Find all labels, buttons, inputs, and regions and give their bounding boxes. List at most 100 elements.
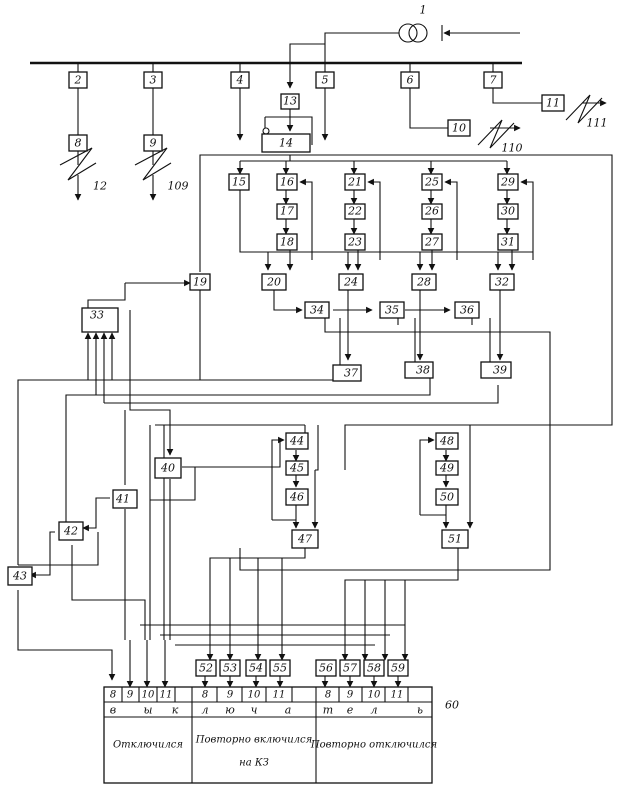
svg-text:15: 15 [232, 176, 246, 189]
svg-text:3: 3 [150, 74, 157, 87]
svg-text:40: 40 [160, 462, 175, 475]
block-32: 32 [489, 273, 515, 291]
display-cell: 8 [110, 690, 116, 701]
svg-text:14: 14 [279, 137, 293, 150]
block-51: 51 [441, 529, 469, 549]
block-14: 14 [261, 133, 311, 153]
transformer-symbol [398, 23, 428, 43]
svg-text:20: 20 [266, 276, 281, 289]
svg-text:42: 42 [63, 525, 78, 538]
svg-text:51: 51 [448, 533, 462, 546]
svg-text:16: 16 [280, 176, 294, 189]
svg-text:36: 36 [460, 304, 474, 317]
svg-text:11: 11 [546, 97, 560, 110]
display-letter: е [347, 704, 354, 717]
svg-text:25: 25 [424, 176, 439, 189]
display-letter: л [201, 704, 208, 717]
svg-text:50: 50 [440, 491, 454, 504]
block-57: 57 [339, 659, 361, 677]
svg-text:43: 43 [12, 570, 27, 583]
block-23: 23 [344, 233, 366, 251]
svg-text:24: 24 [343, 276, 358, 289]
block-40: 40 [154, 457, 182, 479]
block-33: 33 [81, 307, 119, 333]
display-letter: в [110, 704, 116, 717]
display-cell: 10 [142, 690, 155, 701]
display-letter: ч [251, 704, 258, 717]
svg-text:52: 52 [199, 662, 213, 675]
block-4: 4 [230, 71, 250, 89]
svg-text:9: 9 [150, 137, 157, 150]
block-39: 39 [480, 361, 512, 379]
display-panel-60 [103, 686, 433, 784]
block-11: 11 [541, 94, 565, 112]
display-letter: л [370, 704, 377, 717]
block-20: 20 [261, 273, 287, 291]
section-label-reopened: Повторно отключился [310, 740, 437, 751]
svg-text:48: 48 [439, 435, 454, 448]
block-6: 6 [400, 71, 420, 89]
svg-text:39: 39 [493, 364, 507, 377]
svg-text:13: 13 [283, 95, 297, 108]
svg-text:5: 5 [322, 74, 329, 87]
block-43: 43 [7, 566, 33, 586]
svg-text:27: 27 [424, 236, 439, 249]
fault-label-109: 109 [168, 180, 189, 193]
section-label-reclosed: Повторно включился [195, 735, 312, 746]
block-1-label: 1 [420, 4, 427, 17]
svg-text:10: 10 [452, 122, 466, 135]
fault-label-110: 110 [502, 142, 523, 155]
display-cell: 9 [347, 690, 354, 701]
svg-text:21: 21 [347, 176, 362, 189]
block-24: 24 [338, 273, 364, 291]
svg-text:2: 2 [74, 74, 82, 87]
block-30: 30 [497, 203, 519, 220]
section-label-on-fault: на КЗ [239, 758, 269, 769]
block-17: 17 [276, 203, 298, 220]
block-21: 21 [344, 173, 366, 191]
svg-text:53: 53 [223, 662, 237, 675]
block-29: 29 [497, 173, 519, 191]
section-label-off: Отключился [113, 740, 183, 751]
block-19: 19 [189, 273, 211, 291]
block-7: 7 [483, 71, 503, 89]
svg-text:8: 8 [75, 137, 82, 150]
svg-text:46: 46 [289, 491, 304, 504]
block-46: 46 [285, 488, 309, 506]
svg-text:35: 35 [385, 304, 399, 317]
block-5: 5 [315, 71, 335, 89]
block-31: 31 [497, 233, 519, 251]
block-2: 2 [68, 71, 88, 89]
svg-text:31: 31 [501, 236, 515, 249]
svg-text:29: 29 [500, 176, 515, 189]
block-37: 37 [332, 364, 362, 382]
block-42: 42 [58, 521, 84, 541]
block-10: 10 [447, 119, 471, 137]
display-cell: 9 [127, 690, 134, 701]
block-22: 22 [344, 203, 366, 220]
display-letter: а [285, 704, 292, 717]
block-47: 47 [291, 529, 319, 549]
svg-text:55: 55 [273, 662, 287, 675]
svg-text:28: 28 [416, 276, 431, 289]
block-55: 55 [269, 659, 291, 677]
svg-text:19: 19 [193, 276, 207, 289]
fault-label-12: 12 [93, 180, 107, 193]
svg-text:32: 32 [495, 276, 509, 289]
display-cell: 8 [202, 690, 208, 701]
display-cell: 10 [368, 690, 381, 701]
display-letter: ь [417, 704, 423, 717]
svg-text:54: 54 [249, 662, 263, 675]
block-38: 38 [404, 361, 434, 379]
display-letter: т [323, 704, 333, 717]
block-13: 13 [280, 93, 300, 110]
svg-text:34: 34 [310, 304, 324, 317]
svg-text:45: 45 [289, 462, 304, 475]
svg-text:47: 47 [297, 533, 312, 546]
block-44: 44 [285, 432, 309, 450]
block-27: 27 [421, 233, 443, 251]
block-25: 25 [421, 173, 443, 191]
display-letter: к [172, 704, 179, 717]
block-54: 54 [245, 659, 267, 677]
